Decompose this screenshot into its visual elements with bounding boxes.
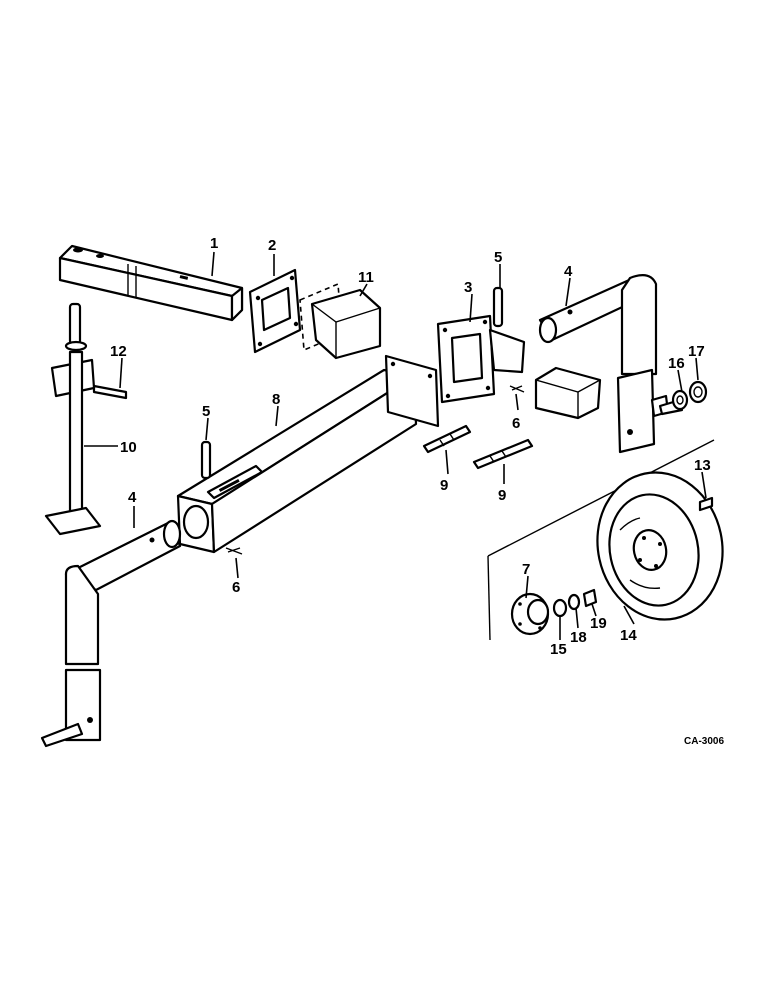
part-8-long-tube	[176, 354, 440, 554]
part-7-hub	[510, 592, 550, 636]
part-1-square-tube	[58, 244, 244, 322]
callout-6-left: 6	[232, 579, 240, 596]
callout-6-right: 6	[512, 415, 520, 432]
part-14-wheel-rim	[596, 471, 724, 621]
part-6-cotter-pin-left	[225, 547, 243, 555]
part-9-stud-left	[422, 424, 472, 454]
callout-2: 2	[268, 237, 276, 254]
callout-4-left: 4	[128, 489, 137, 506]
callout-1: 1	[210, 235, 218, 252]
callout-7: 7	[522, 561, 530, 578]
callout-8: 8	[272, 391, 280, 408]
part-4-axle-right	[538, 273, 684, 454]
part-11-bracket	[299, 282, 382, 360]
callout-10: 10	[120, 439, 137, 456]
part-3-plate-with-box	[436, 314, 526, 404]
callout-3: 3	[464, 279, 472, 296]
callout-labels: 1 2 3 4 4 5 5 6 6 7 8 9 9 10 11 12 13 14…	[110, 235, 711, 658]
callout-5-left: 5	[202, 403, 210, 420]
callout-5-top: 5	[494, 249, 502, 266]
callout-17: 17	[688, 343, 705, 360]
part-10-jack-stand	[44, 302, 102, 536]
part-5-pin-left	[200, 440, 212, 480]
part-19-nut	[582, 588, 598, 608]
wheel-group-panel	[487, 439, 715, 641]
part-18-washer	[567, 593, 581, 611]
callout-11: 11	[358, 269, 374, 286]
callout-4-right: 4	[564, 263, 573, 280]
callout-14: 14	[620, 627, 637, 644]
part-12-pin	[92, 384, 128, 400]
callout-18: 18	[570, 629, 587, 646]
part-5-pin-top	[492, 286, 504, 328]
part-9-stud-right	[472, 438, 534, 470]
part-17-seal	[688, 380, 708, 404]
drawing-code: CA-3006	[684, 736, 724, 747]
part-16-bearing	[671, 389, 689, 411]
callout-13: 13	[694, 457, 711, 474]
callout-15: 15	[550, 641, 567, 658]
callout-19: 19	[590, 615, 607, 632]
callout-16: 16	[668, 355, 685, 372]
part-6-cotter-pin-right	[509, 385, 525, 393]
part-15-bearing-cone	[552, 598, 568, 618]
callout-9-right: 9	[498, 487, 506, 504]
spacer-block	[534, 366, 602, 420]
part-4-axle-left	[40, 519, 182, 748]
part-2-mounting-plate	[248, 268, 302, 354]
part-13-bolt	[698, 496, 714, 512]
callout-12: 12	[110, 343, 127, 360]
callout-9-left: 9	[440, 477, 448, 494]
leader-lines	[84, 251, 707, 640]
